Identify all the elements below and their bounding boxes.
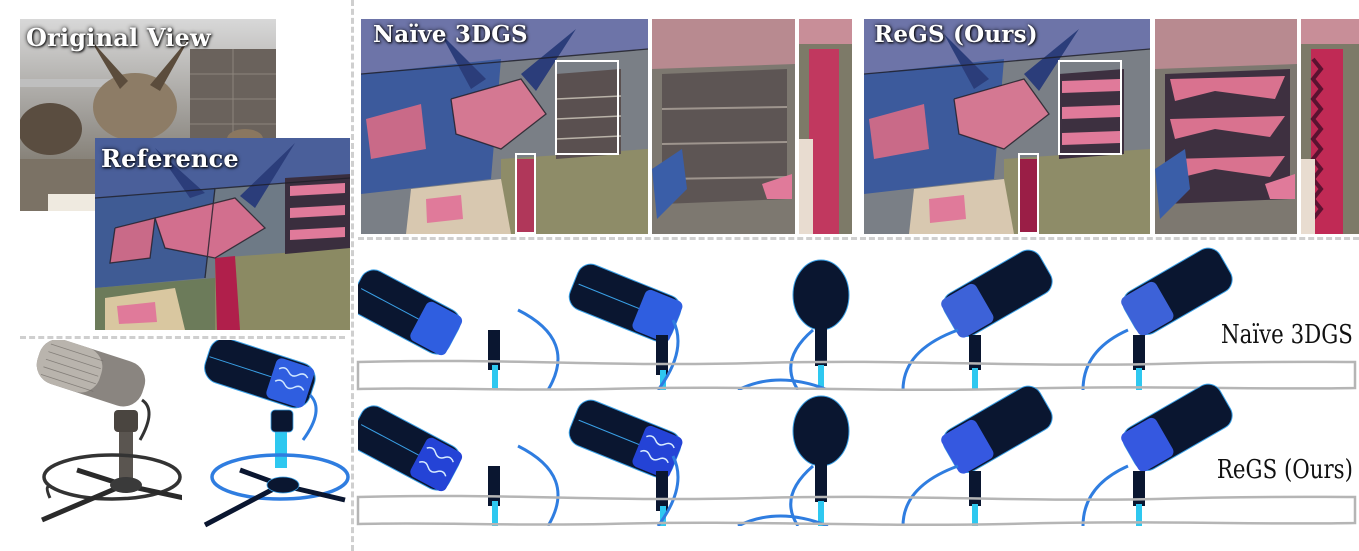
- stylized-render-icon: [864, 19, 1150, 234]
- naive-3dgs-wavy-band: [356, 359, 1357, 392]
- original-view-label: Original View: [26, 23, 211, 52]
- naive-inset-box-large: [555, 60, 619, 155]
- regs-mic-row: [358, 376, 1359, 526]
- microphone-icon: [36, 340, 182, 523]
- left-horizontal-separator: [20, 336, 345, 339]
- microphone-icon: [203, 340, 350, 528]
- original-mic-render: [22, 340, 182, 540]
- regs-panel-label: ReGS (Ours): [874, 21, 1038, 48]
- stylized-reference-icon: [95, 138, 350, 330]
- zoom-crop-icon: [1155, 19, 1297, 234]
- regs-zoom-crop-1: [1155, 19, 1297, 234]
- regs-wavy-band: [356, 494, 1357, 527]
- stylized-render-icon: [361, 19, 648, 234]
- zoom-crop-icon: [1301, 19, 1359, 234]
- regs-zoom-crop-2: [1301, 19, 1359, 234]
- regs-inset-box-large: [1058, 60, 1122, 155]
- regs-row-label: ReGS (Ours): [1216, 455, 1353, 485]
- naive-inset-box-small: [515, 153, 536, 234]
- naive-3dgs-main-render: Naïve 3DGS: [361, 19, 648, 234]
- naive-3dgs-zoom-crop-1: [652, 19, 795, 234]
- right-horizontal-separator: [358, 237, 1359, 240]
- zoom-crop-icon: [799, 19, 852, 234]
- mic-views-row-icon: [358, 383, 1233, 526]
- regs-inset-box-small: [1018, 153, 1039, 234]
- naive-3dgs-zoom-crop-2: [799, 19, 852, 234]
- naive-3dgs-row-label: Naïve 3DGS: [1221, 320, 1353, 350]
- zoom-crop-icon: [652, 19, 795, 234]
- reference-label: Reference: [101, 144, 239, 173]
- reference-style-image: Reference: [95, 138, 350, 330]
- vertical-separator: [351, 0, 354, 551]
- naive-3dgs-panel-label: Naïve 3DGS: [373, 21, 528, 48]
- stylized-mic-render: [195, 340, 350, 540]
- regs-main-render: ReGS (Ours): [864, 19, 1150, 234]
